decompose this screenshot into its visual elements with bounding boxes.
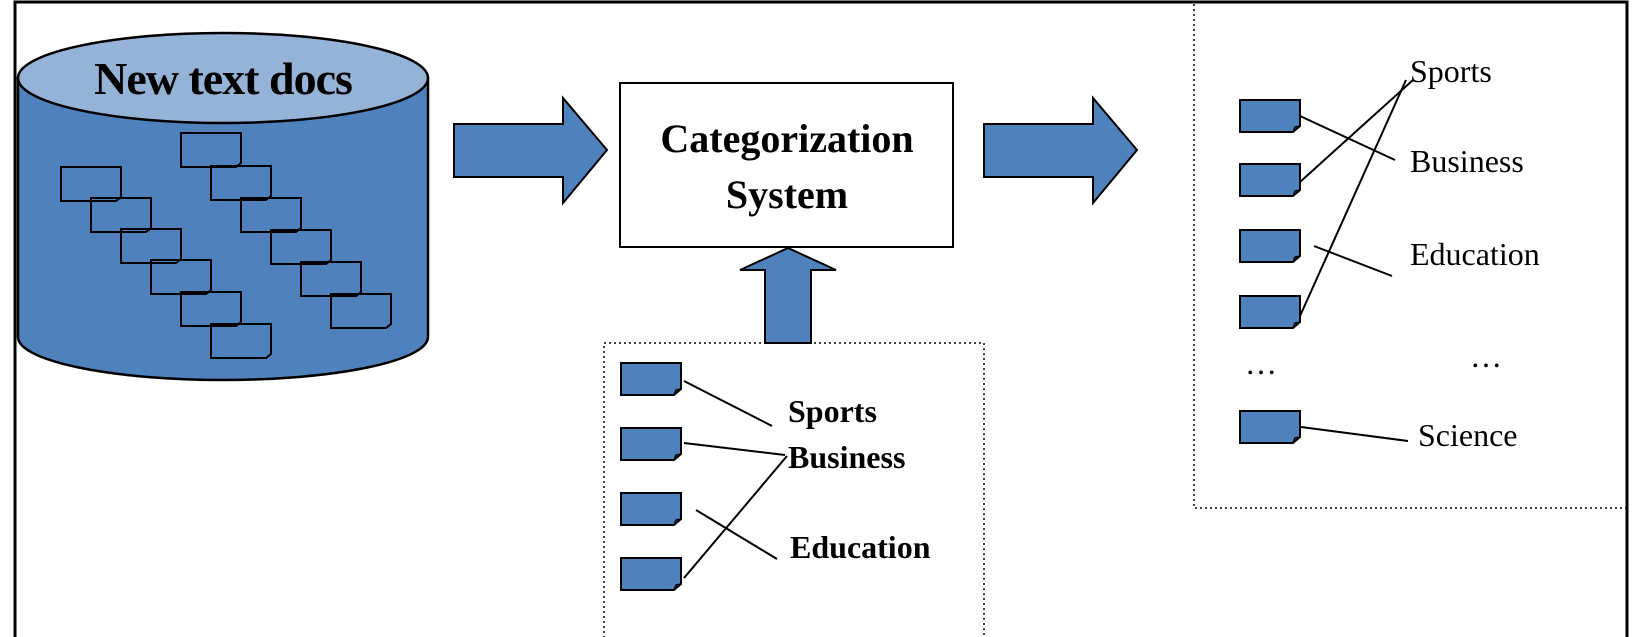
cylinder-body <box>16 76 430 382</box>
arrow-up <box>739 246 837 344</box>
training-doc-icon <box>620 492 682 526</box>
training-label-sports: Sports <box>788 393 877 429</box>
output-label-sports: Sports <box>1410 53 1492 89</box>
outer-frame <box>13 0 1629 637</box>
output-doc-icon <box>1239 99 1301 133</box>
training-data-box: Sports Business Education <box>603 342 985 637</box>
training-links <box>683 380 788 579</box>
output-doc-icon <box>1239 163 1301 197</box>
training-doc-icon <box>620 362 682 396</box>
training-label-education: Education <box>790 529 931 565</box>
arrow-right-1 <box>453 95 609 206</box>
training-doc-icon <box>620 557 682 591</box>
output-label-business: Business <box>1410 143 1524 179</box>
output-label-science: Science <box>1418 417 1518 453</box>
output-doc-icon <box>1239 410 1301 444</box>
output-ellipsis-right: … <box>1470 338 1502 374</box>
training-label-business: Business <box>788 439 905 475</box>
output-links <box>1299 79 1414 442</box>
training-doc-icon <box>620 427 682 461</box>
output-ellipsis-left: … <box>1245 345 1277 381</box>
database-label: New text docs <box>94 53 352 104</box>
arrow-right-2 <box>983 95 1139 206</box>
db-doc <box>330 293 392 329</box>
system-label-line2: System <box>726 172 848 217</box>
output-box: Sports Business Education Science … … <box>1193 4 1627 509</box>
database-cylinder: New text docs <box>16 31 430 382</box>
categorization-system-box: Categorization System <box>619 82 954 248</box>
output-doc-icon <box>1239 229 1301 263</box>
output-doc-icon <box>1239 295 1301 329</box>
system-label-line1: Categorization <box>660 116 913 161</box>
db-docs-left <box>60 166 272 359</box>
cylinder-top <box>16 31 430 125</box>
db-docs-right <box>180 132 392 329</box>
output-label-education: Education <box>1410 236 1540 272</box>
db-doc <box>210 323 272 359</box>
